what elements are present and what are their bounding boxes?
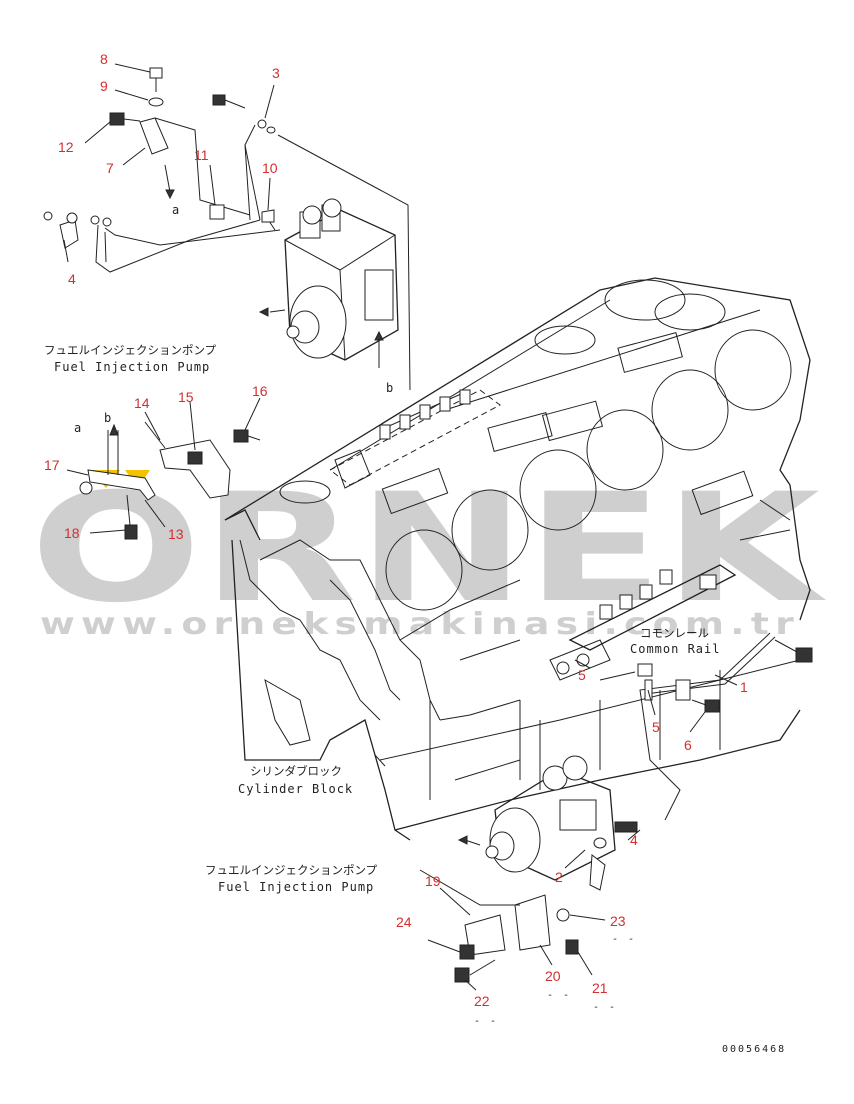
watermark-brand: ORNEK <box>30 462 826 636</box>
top-pump-drawing <box>43 67 411 391</box>
callout-part-6: 6 <box>684 737 692 753</box>
callout-part-17: 17 <box>44 457 60 473</box>
callout-part-21: 21 <box>592 980 608 996</box>
caption-pump-bottom-jp: フュエルインジェクションポンプ <box>205 863 378 877</box>
caption-cylinder-block-en: Cylinder Block <box>238 782 353 796</box>
cylinder-bore <box>654 293 726 331</box>
cylinder-bore <box>604 279 686 321</box>
drawing-code: 00056468 <box>722 1044 786 1055</box>
callout-part-1: 1 <box>740 679 748 695</box>
bracket-group-drawing <box>79 421 261 540</box>
callout-part-2: 2 <box>555 869 563 885</box>
view-markers: a b a b <box>74 203 394 435</box>
common-rail-drawing <box>329 389 737 681</box>
view-marker-a-top: a <box>172 203 180 217</box>
view-marker-a-left: a <box>74 421 82 435</box>
caption-common-rail-jp: コモンレール <box>640 626 709 640</box>
caption-pump-bottom-en: Fuel Injection Pump <box>218 880 374 894</box>
caption-pump-top-en: Fuel Injection Pump <box>54 360 210 374</box>
captions: フュエルインジェクションポンプ Fuel Injection Pump コモンレ… <box>44 343 720 894</box>
callout-part-3: 3 <box>272 65 280 81</box>
callout-part-11: 11 <box>194 147 209 163</box>
callout-part-10: 10 <box>262 160 278 176</box>
callout-part-12: 12 <box>58 139 74 155</box>
callout-part-15: 15 <box>178 389 194 405</box>
callout-part-5-left: 5 <box>578 667 586 683</box>
callout-part-4-bottom: 4 <box>630 832 638 848</box>
callout-part-5-right: 5 <box>652 719 660 735</box>
callout-part-16: 16 <box>252 383 268 399</box>
underline-mark: - - <box>547 990 571 1001</box>
underline-mark: - - <box>612 934 636 945</box>
watermark: ORNEK www.orneksmakinasi.com.tr <box>30 462 826 642</box>
cylinder-bore <box>651 369 729 451</box>
caption-common-rail-en: Common Rail <box>630 642 720 656</box>
cylinder-bore <box>519 449 597 531</box>
callout-part-22: 22 <box>474 993 490 1009</box>
bottom-pump-drawing <box>419 755 638 983</box>
watermark-url: www.orneksmakinasi.com.tr <box>40 607 800 642</box>
callout-part-14: 14 <box>134 395 150 411</box>
cylinder-bore <box>586 409 664 491</box>
callout-part-23: 23 <box>610 913 626 929</box>
caption-pump-top-jp: フュエルインジェクションポンプ <box>44 343 217 357</box>
callout-part-4-top: 4 <box>68 271 76 287</box>
callout-part-13: 13 <box>168 526 184 542</box>
caption-cylinder-block-jp: シリンダブロック <box>250 764 342 778</box>
fuel-line-right <box>637 632 813 821</box>
cylinder-bore <box>451 489 529 571</box>
callout-part-19: 19 <box>425 873 441 889</box>
underline-mark: - - <box>474 1016 498 1027</box>
callout-part-20: 20 <box>545 968 561 984</box>
callout-part-8: 8 <box>100 51 108 67</box>
view-marker-b-top: b <box>386 381 394 395</box>
cylinder-block-drawing <box>224 277 811 841</box>
cylinder-bore <box>385 529 463 611</box>
callout-part-18: 18 <box>64 525 80 541</box>
underline-mark: - - <box>593 1002 617 1013</box>
view-marker-b-left: b <box>104 411 112 425</box>
callout-part-9: 9 <box>100 78 108 94</box>
callout-part-7: 7 <box>106 160 114 176</box>
callout-part-24: 24 <box>396 914 412 930</box>
callouts: 1 2 3 4 4 5 5 6 7 8 9 10 11 12 13 14 15 <box>44 51 748 1027</box>
cylinder-bore <box>714 329 792 411</box>
